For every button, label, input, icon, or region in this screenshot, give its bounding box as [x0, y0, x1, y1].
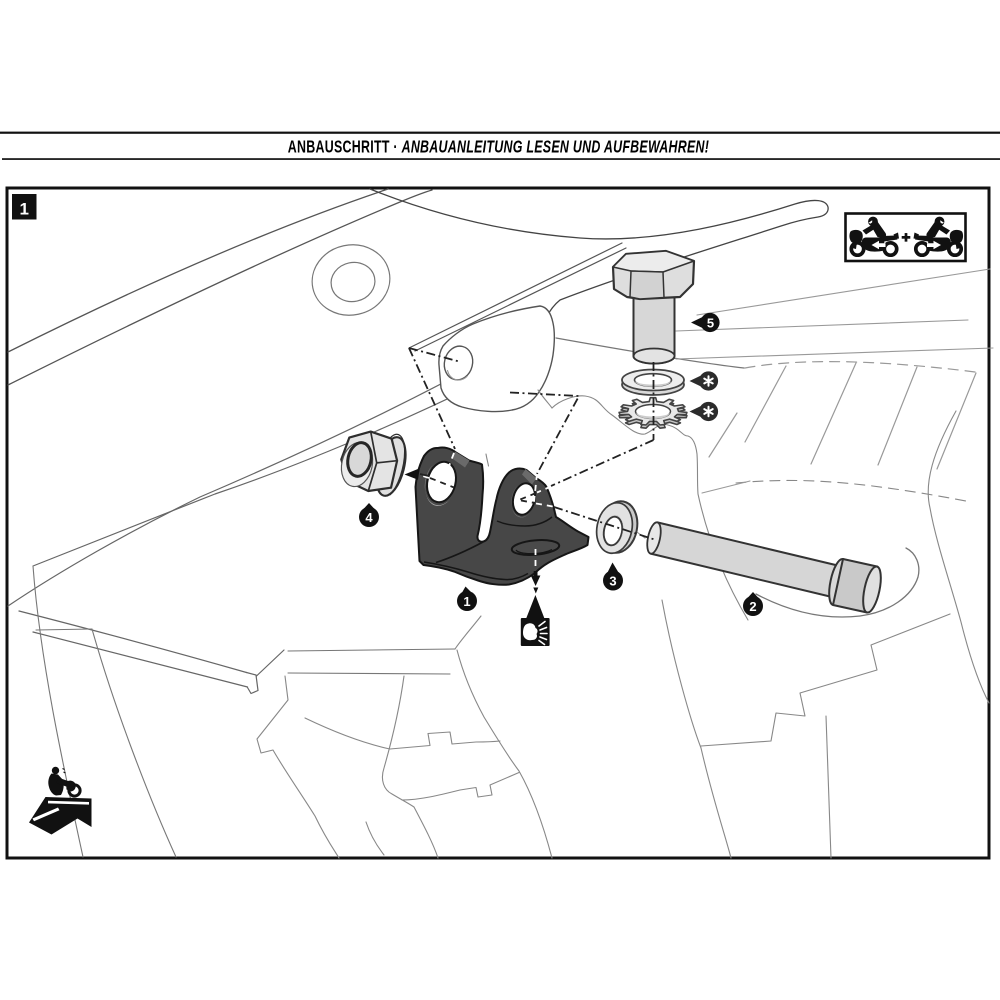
svg-text:2: 2 — [749, 599, 756, 614]
svg-text:1: 1 — [463, 594, 470, 609]
svg-text:3: 3 — [609, 573, 616, 588]
svg-text:4: 4 — [365, 510, 373, 525]
svg-text:5: 5 — [707, 315, 714, 330]
svg-text:ANBAUSCHRITT · ANBAUANLEITUNG: ANBAUSCHRITT · ANBAUANLEITUNG LESEN UND … — [288, 137, 709, 157]
svg-text:1: 1 — [19, 200, 28, 219]
